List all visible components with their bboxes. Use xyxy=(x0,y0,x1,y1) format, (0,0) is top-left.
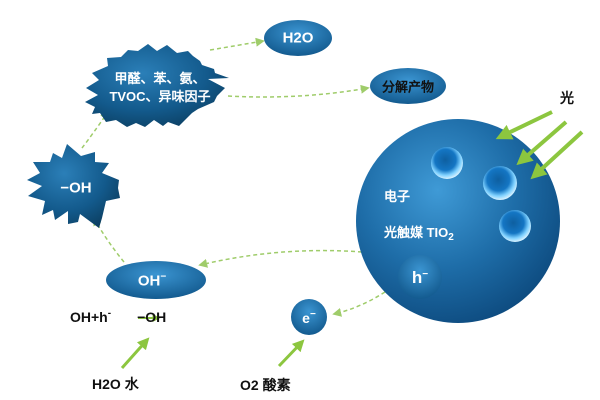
arrow-sphere-to-hydroxide xyxy=(198,249,363,268)
pollutants-starburst xyxy=(85,44,229,127)
hole-label: h− xyxy=(412,268,428,288)
products-label: 分解产物 xyxy=(381,79,435,95)
hydroxide-charge: − xyxy=(160,271,167,283)
water-formula: H2O xyxy=(92,376,121,392)
oxygen-label: O2 酸素 xyxy=(240,375,291,395)
hydroxide-label: OH− xyxy=(137,271,167,290)
arrow-sphere-to-electron xyxy=(332,291,386,317)
electron-ball xyxy=(291,299,327,335)
light-ray xyxy=(530,130,584,180)
hole-text: h xyxy=(411,268,423,287)
products-pill xyxy=(370,68,446,104)
light-ray xyxy=(516,120,568,166)
radical-starburst xyxy=(27,144,120,228)
hole-disc xyxy=(398,255,442,299)
reaction-left: OH+h xyxy=(70,309,108,325)
electron-dot xyxy=(499,210,531,242)
electron-ball-label: e− xyxy=(302,309,316,326)
oxygen-formula: O2 xyxy=(240,377,259,393)
electron-text: e xyxy=(302,310,310,326)
reaction-right: −OH xyxy=(137,309,167,325)
reaction-charge: - xyxy=(107,308,112,319)
water-word: 水 xyxy=(124,376,139,392)
water-arrow xyxy=(120,337,150,369)
pollutants-line-1: 甲醛、苯、氨、 xyxy=(114,71,206,86)
arrow-pollutants-to-h2o xyxy=(209,37,265,51)
arrow-pollutants-to-products xyxy=(227,84,370,98)
radical-label: −OH xyxy=(60,179,92,197)
hydroxide-text: OH xyxy=(137,272,161,290)
oxygen-word: 酸素 xyxy=(262,377,291,393)
h2o-pill xyxy=(264,20,332,56)
electron-dot xyxy=(483,166,517,200)
hole-charge: − xyxy=(422,269,429,280)
arrow-radical-to-pollutants xyxy=(81,110,110,149)
oxygen-arrow xyxy=(277,339,305,368)
electron-dot xyxy=(431,147,463,179)
reaction-label: OH+h- −OH xyxy=(70,308,167,325)
pollutants-line-2: TVOC、异味因子 xyxy=(109,89,211,104)
h2o-label: H2O xyxy=(282,29,314,47)
light-ray xyxy=(495,110,553,140)
catalyst-label: 光触媒 TIO2 xyxy=(384,222,454,243)
sphere-electron-label: 电子 xyxy=(384,189,411,204)
water-label: H2O 水 xyxy=(92,374,139,394)
catalyst-text: 光触媒 TIO xyxy=(384,225,449,240)
pollutants-label: 甲醛、苯、氨、 TVOC、异味因子 xyxy=(109,70,210,106)
hydroxide-pill xyxy=(106,261,206,299)
catalyst-subscript: 2 xyxy=(448,232,454,243)
light-label: 光 xyxy=(560,90,574,106)
electron-charge: − xyxy=(309,309,316,320)
